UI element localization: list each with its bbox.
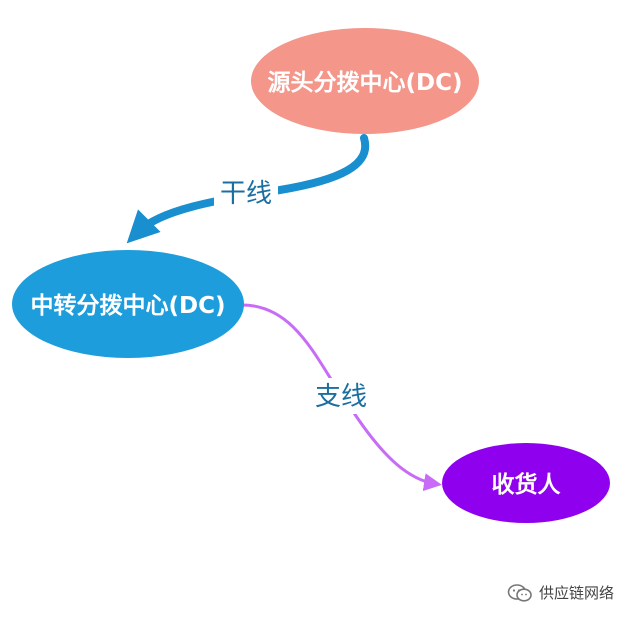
trunk-edge (126, 134, 370, 244)
transit-dc-node (12, 250, 244, 358)
watermark: 供应链网络 (507, 582, 614, 603)
transit-dc-label: 中转分拨中心(DC) (31, 292, 226, 319)
branch-label-bg (309, 378, 373, 414)
source-dc-node (251, 28, 479, 134)
wechat-icon (507, 583, 532, 602)
receiver-label: 收货人 (492, 471, 562, 498)
watermark-text: 供应链网络 (538, 584, 614, 602)
branch-label: 支线 (315, 382, 367, 412)
receiver-node (442, 443, 610, 523)
trunk-label-bg (214, 174, 278, 210)
source-dc-label: 源头分拨中心(DC) (268, 70, 463, 96)
trunk-label: 干线 (220, 179, 272, 209)
